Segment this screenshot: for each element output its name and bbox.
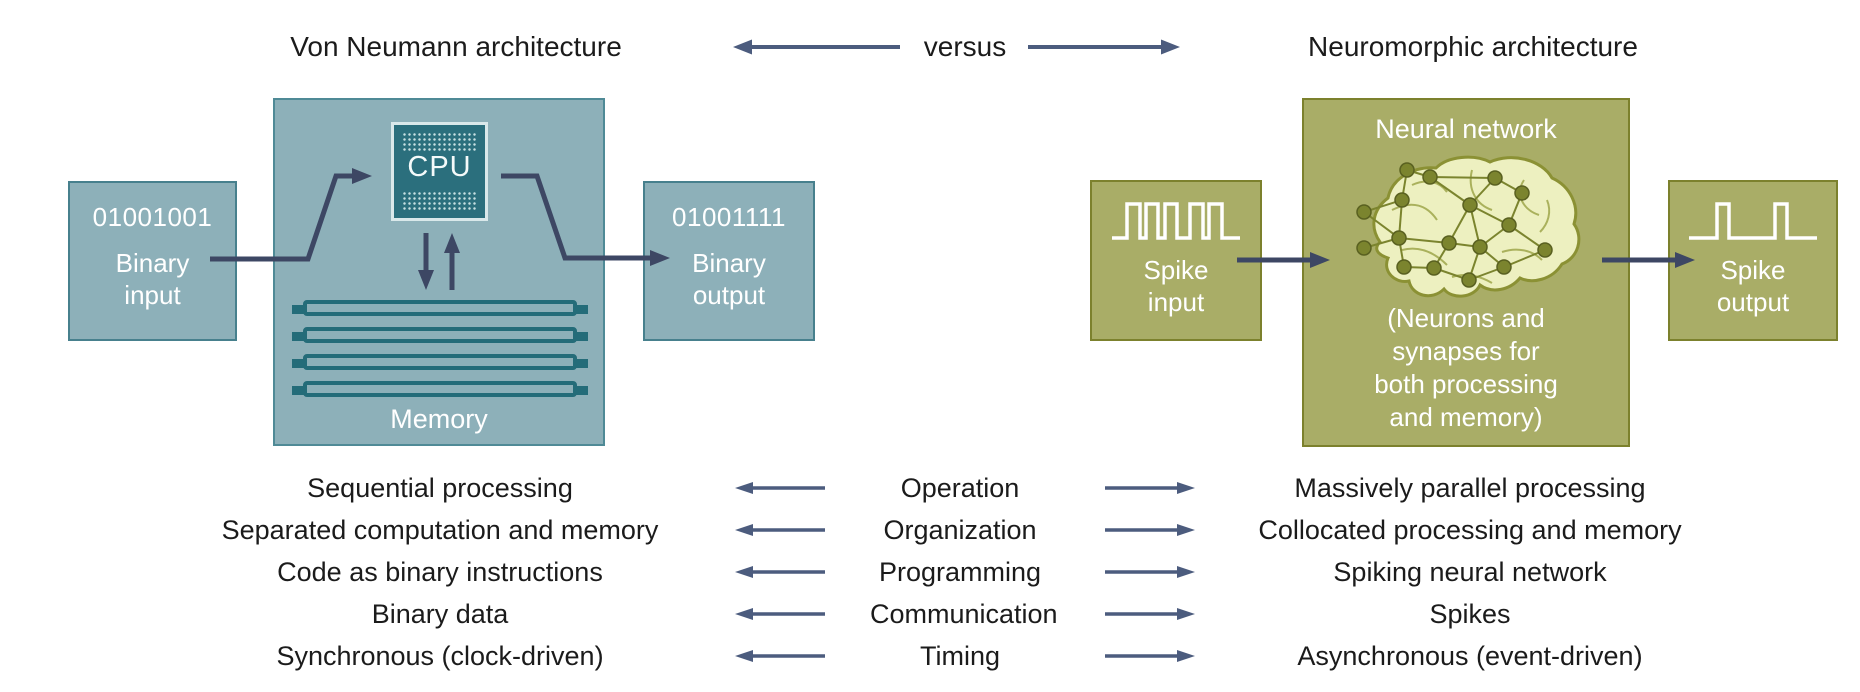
neuromorphic-property: Spikes bbox=[1429, 598, 1511, 629]
cpu-pin-grid-bottom bbox=[402, 191, 477, 210]
spike-input-label-line2: input bbox=[1147, 287, 1205, 317]
memory-label: Memory bbox=[390, 404, 488, 434]
von-neumann-property: Code as binary instructions bbox=[277, 556, 603, 587]
ram-stick-icon bbox=[292, 354, 588, 370]
right-arrow-icon bbox=[1105, 524, 1195, 536]
right-arrow-icon bbox=[1105, 608, 1195, 620]
neuromorphic-title: Neuromorphic architecture bbox=[1308, 31, 1638, 62]
binary-output-label-line1: Binary bbox=[692, 248, 766, 278]
binary-output-code: 01001111 bbox=[672, 202, 786, 232]
spike-train-dense-icon bbox=[1112, 202, 1240, 240]
right-arrow-icon bbox=[1105, 482, 1195, 494]
left-arrow-icon bbox=[735, 608, 825, 620]
von-neumann-property: Separated computation and memory bbox=[221, 514, 659, 545]
comparison-category: Communication bbox=[870, 598, 1058, 629]
spike-output-box: Spike output bbox=[1668, 180, 1838, 341]
neural-network-title: Neural network bbox=[1375, 114, 1557, 144]
neural-network-caption-line: synapses for bbox=[1392, 336, 1540, 366]
cpu-label: CPU bbox=[407, 151, 472, 183]
comparison-row: Binary data Communication Spikes bbox=[190, 597, 1690, 631]
left-arrow-icon bbox=[735, 566, 825, 578]
comparison-row: Separated computation and memory Organiz… bbox=[190, 513, 1690, 547]
ram-stick-icon bbox=[292, 327, 588, 343]
von-neumann-property: Sequential processing bbox=[307, 472, 573, 503]
neuromorphic-property: Asynchronous (event-driven) bbox=[1297, 640, 1643, 671]
comparison-category: Timing bbox=[919, 640, 1000, 671]
versus-label: versus bbox=[923, 31, 1007, 62]
ram-stick-icon bbox=[292, 300, 588, 316]
von-neumann-title: Von Neumann architecture bbox=[290, 31, 622, 62]
comparison-row: Synchronous (clock-driven) Timing Asynch… bbox=[190, 639, 1690, 673]
von-neumann-property: Binary data bbox=[371, 598, 509, 629]
right-arrow-icon bbox=[1105, 566, 1195, 578]
spike-output-label-line2: output bbox=[1716, 287, 1790, 317]
neuromorphic-property: Massively parallel processing bbox=[1294, 472, 1646, 503]
spike-input-label-line1: Spike bbox=[1143, 255, 1209, 285]
binary-output-box: 01001111 Binary output bbox=[643, 181, 815, 341]
comparison-category: Organization bbox=[883, 514, 1037, 545]
left-arrow-icon bbox=[735, 650, 825, 662]
cpu-pin-grid-top bbox=[402, 132, 477, 151]
binary-input-code: 01001001 bbox=[92, 202, 213, 232]
binary-input-box: 01001001 Binary input bbox=[68, 181, 237, 341]
brain-network-icon bbox=[1356, 155, 1581, 298]
ram-stick-icon bbox=[292, 381, 588, 397]
binary-input-label-line1: Binary bbox=[115, 248, 190, 278]
neural-network-caption-line: (Neurons and bbox=[1387, 303, 1545, 333]
spike-output-label-line1: Spike bbox=[1720, 255, 1786, 285]
spike-input-box: Spike input bbox=[1090, 180, 1262, 341]
binary-input-label-line2: input bbox=[124, 280, 181, 310]
neural-network-caption-line: both processing bbox=[1374, 369, 1558, 399]
left-arrow-icon bbox=[735, 524, 825, 536]
comparison-row: Sequential processing Operation Massivel… bbox=[190, 471, 1690, 505]
comparison-row: Code as binary instructions Programming … bbox=[190, 555, 1690, 589]
spike-train-sparse-icon bbox=[1689, 202, 1817, 240]
von-neumann-property: Synchronous (clock-driven) bbox=[276, 640, 604, 671]
binary-output-label-line2: output bbox=[692, 280, 766, 310]
neural-network-caption-line: and memory) bbox=[1389, 402, 1543, 432]
neuromorphic-property: Collocated processing and memory bbox=[1258, 514, 1682, 545]
comparison-category: Operation bbox=[900, 472, 1020, 503]
left-arrow-icon bbox=[735, 482, 825, 494]
right-arrow-icon bbox=[1105, 650, 1195, 662]
cpu-chip-icon: CPU bbox=[391, 122, 488, 221]
neuromorphic-property: Spiking neural network bbox=[1333, 556, 1607, 587]
comparison-category: Programming bbox=[878, 556, 1042, 587]
